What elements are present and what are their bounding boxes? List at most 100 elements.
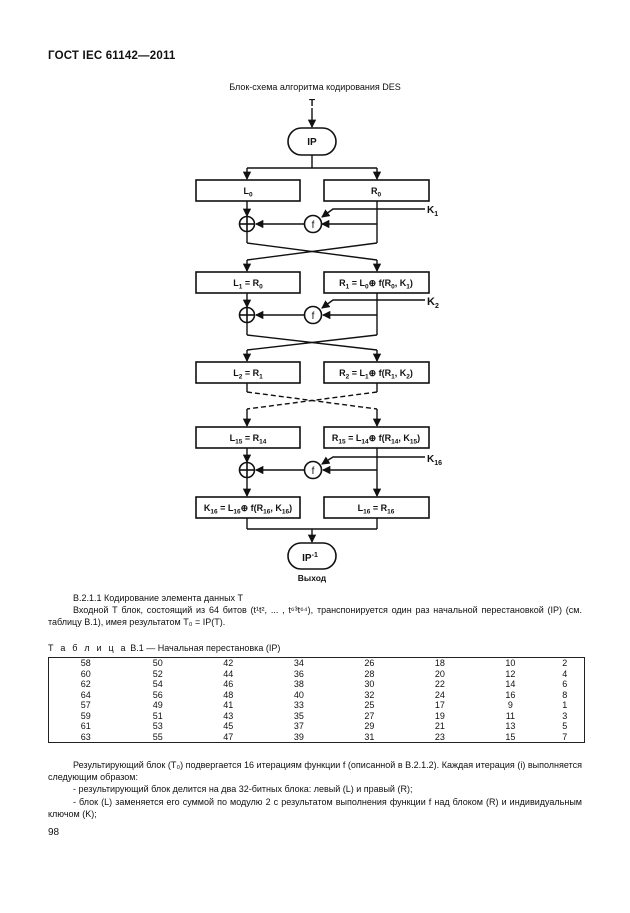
section-title-b2-1-1: В.2.1.1 Кодирование элемента данных Т (73, 593, 244, 603)
table-cell: 48 (223, 689, 234, 700)
table-cell: 28 (364, 668, 375, 679)
table-cell: 36 (293, 668, 304, 679)
box-l15 (195, 426, 301, 449)
table-cell: 24 (434, 689, 445, 700)
table-cell: 55 (152, 731, 163, 742)
table-caption: Т а б л и ц а В.1 — Начальная перестанов… (48, 643, 281, 653)
table-cell: 6 (562, 679, 568, 689)
table-cell: 16 (505, 689, 516, 700)
table-cell: 20 (434, 668, 445, 679)
table-cell: 1 (562, 700, 568, 710)
table-cell: 26 (364, 658, 375, 668)
box-r0 (323, 179, 430, 202)
key-k2: K2 (427, 296, 439, 310)
table-cell: 47 (223, 731, 234, 742)
table-cell: 32 (364, 689, 375, 700)
table-cell: 23 (434, 731, 445, 742)
table-cell: 63 (80, 731, 91, 742)
paragraph-split: - результирующий блок делится на два 32-… (73, 784, 413, 794)
table-cell: 53 (152, 721, 163, 731)
table-cell: 22 (434, 679, 445, 689)
table-cell: 12 (505, 668, 516, 679)
box-k16 (195, 496, 301, 519)
table-cell: 10 (505, 658, 516, 668)
paragraph-iterations: Результирующий блок (T₀) подвергается 16… (48, 760, 582, 782)
paragraph-replace: - блок (L) заменяется его суммой по моду… (48, 797, 582, 819)
f-label-1: f (312, 220, 315, 231)
table-cell: 64 (80, 689, 91, 700)
table-cell: 58 (80, 658, 91, 668)
table-cell: 4 (562, 668, 568, 679)
table-cell: 44 (223, 668, 234, 679)
input-label: T (309, 98, 315, 109)
box-l1 (195, 271, 301, 294)
ip-box (287, 127, 337, 156)
f-label-2: f (312, 311, 315, 322)
table-cell: 25 (364, 700, 375, 710)
table-cell: 54 (152, 679, 163, 689)
table-cell: 18 (434, 658, 445, 668)
table-cell: 14 (505, 679, 516, 689)
box-label-row1-right: R0 (371, 186, 382, 199)
figure-title: Блок-схема алгоритма кодирования DES (229, 82, 401, 92)
xor-symbol-16 (238, 461, 256, 479)
table-cell: 37 (293, 721, 304, 731)
section-body-b2-1-1: Входной Т блок, состоящий из 64 битов (t… (48, 605, 582, 627)
table-cell: 7 (562, 731, 568, 742)
box-label-row5-right: L16 = R16 (358, 503, 395, 516)
table-cell: 11 (505, 710, 516, 721)
box-l0 (195, 179, 301, 202)
box-label-row2-left: L1 = R0 (233, 278, 263, 291)
table-cell: 3 (562, 710, 568, 721)
table-cell: 33 (293, 700, 304, 710)
table-cell: 56 (152, 689, 163, 700)
xor-symbol-2 (238, 306, 256, 324)
f-circle-16 (303, 460, 323, 480)
page-number: 98 (48, 827, 60, 838)
table-cell: 57 (80, 700, 91, 710)
table-cell: 62 (80, 679, 91, 689)
output-label: Выход (298, 573, 327, 583)
table-cell: 43 (223, 710, 234, 721)
table-cell: 5 (562, 721, 568, 731)
table-cell: 41 (223, 700, 234, 710)
table-cell: 19 (434, 710, 445, 721)
box-l2 (195, 361, 301, 384)
box-label-row4-right: R15 = L14⊕ f(R14, K15) (332, 433, 420, 446)
f-label-16: f (312, 466, 315, 477)
box-r2 (323, 361, 430, 384)
table-cell: 2 (562, 658, 568, 668)
table-cell: 31 (364, 731, 375, 742)
table-cell: 46 (223, 679, 234, 689)
box-label-row4-left: L15 = R14 (230, 433, 267, 446)
table-cell: 49 (152, 700, 163, 710)
key-k1: K1 (427, 205, 438, 218)
table-cell: 40 (293, 689, 304, 700)
key-k16: K16 (427, 454, 442, 467)
table-cell: 13 (505, 721, 516, 731)
table-cell: 8 (562, 689, 568, 700)
box-l16 (323, 496, 430, 519)
box-label-row2-right: R1 = L0⊕ f(R0, K1) (339, 278, 413, 291)
xor-symbol-1 (238, 215, 256, 233)
table-cell: 52 (152, 668, 163, 679)
box-label-row3-left: L2 = R1 (233, 368, 263, 381)
table-cell: 30 (364, 679, 375, 689)
table-cell: 42 (223, 658, 234, 668)
box-r15 (323, 426, 430, 449)
table-row: 60 52 44 36 28 20 12 4 (49, 669, 585, 680)
table-cell: 61 (80, 721, 91, 731)
table-cell: 21 (434, 721, 445, 731)
table-cell: 29 (364, 721, 375, 731)
table-cell: 59 (80, 710, 91, 721)
table-cell: 60 (80, 668, 91, 679)
ip-inverse-label: IP-1 (302, 552, 318, 564)
f-circle-1 (303, 214, 323, 234)
standard-header: ГОСТ IEC 61142—2011 (48, 50, 176, 62)
